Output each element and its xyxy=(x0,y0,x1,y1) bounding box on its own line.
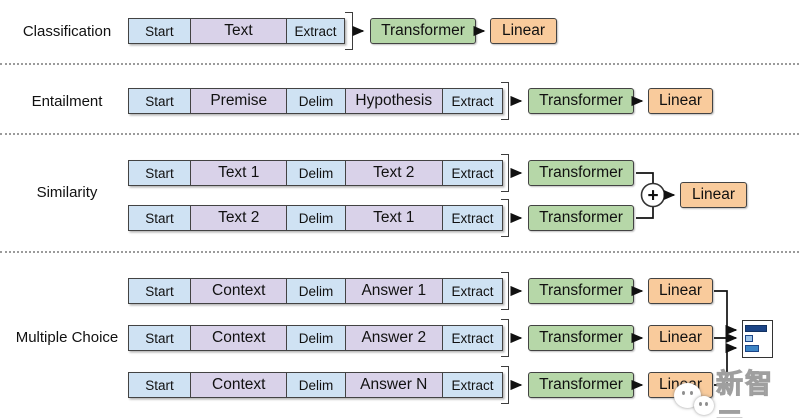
token-start: Start xyxy=(129,89,191,113)
token-extract: Extract xyxy=(441,161,503,185)
token-delim: Delim xyxy=(286,206,345,230)
transformer-box: Transformer xyxy=(528,88,634,114)
result-bar-2 xyxy=(745,335,753,342)
watermark: 新智元 xyxy=(672,362,799,418)
transformer-box: Transformer xyxy=(528,205,634,231)
arrow-linear-to-result xyxy=(714,290,738,336)
token-extract: Extract xyxy=(441,206,503,230)
token-start: Start xyxy=(129,19,190,43)
linear-box: Linear xyxy=(648,278,713,304)
plus-circle-icon xyxy=(640,182,666,208)
token-extract: Extract xyxy=(286,19,345,43)
bracket-icon xyxy=(501,199,509,237)
bar-chart-icon xyxy=(742,320,773,358)
token-answer1: Answer 1 xyxy=(344,279,442,303)
result-bar-3 xyxy=(745,345,759,352)
task-label: Entailment xyxy=(31,93,103,110)
token-answer2: Answer 2 xyxy=(344,326,442,350)
transformer-box: Transformer xyxy=(528,160,634,186)
token-extract: Extract xyxy=(441,373,503,397)
bracket-icon xyxy=(501,154,509,192)
result-bar-1 xyxy=(745,325,767,332)
token-delim: Delim xyxy=(286,373,345,397)
token-delim: Delim xyxy=(286,89,345,113)
token-sequence: Start Context Delim Answer 1 Extract xyxy=(128,278,503,304)
token-answerN: Answer N xyxy=(344,373,442,397)
transformer-box: Transformer xyxy=(528,372,634,398)
transformer-box: Transformer xyxy=(528,325,634,351)
token-premise: Premise xyxy=(190,89,287,113)
token-start: Start xyxy=(129,279,191,303)
token-delim: Delim xyxy=(286,279,345,303)
token-extract: Extract xyxy=(441,89,503,113)
dotted-separator xyxy=(0,63,799,65)
token-context: Context xyxy=(190,326,287,350)
line-transformer-to-sum xyxy=(636,172,654,183)
bracket-icon xyxy=(501,319,509,357)
token-start: Start xyxy=(129,326,191,350)
token-text: Text xyxy=(189,19,287,43)
bracket-icon xyxy=(501,366,509,404)
token-context: Context xyxy=(190,279,287,303)
linear-box: Linear xyxy=(648,88,713,114)
token-sequence: Start Premise Delim Hypothesis Extract xyxy=(128,88,503,114)
token-extract: Extract xyxy=(441,326,503,350)
token-text2: Text 2 xyxy=(344,161,442,185)
token-text1: Text 1 xyxy=(190,161,287,185)
token-context: Context xyxy=(190,373,287,397)
token-start: Start xyxy=(129,373,191,397)
token-extract: Extract xyxy=(441,279,503,303)
linear-box: Linear xyxy=(490,18,557,44)
bracket-icon xyxy=(345,12,353,50)
token-start: Start xyxy=(129,206,191,230)
token-delim: Delim xyxy=(286,326,345,350)
dotted-separator xyxy=(0,133,799,135)
wechat-logo-icon xyxy=(672,383,716,418)
task-label: Multiple Choice xyxy=(15,329,119,346)
token-text2: Text 2 xyxy=(190,206,287,230)
transformer-box: Transformer xyxy=(528,278,634,304)
bracket-icon xyxy=(501,272,509,310)
token-sequence: Start Context Delim Answer 2 Extract xyxy=(128,325,503,351)
line-transformer-to-sum xyxy=(636,207,654,219)
token-sequence: Start Text 2 Delim Text 1 Extract xyxy=(128,205,503,231)
token-sequence: Start Text 1 Delim Text 2 Extract xyxy=(128,160,503,186)
token-sequence: Start Text Extract xyxy=(128,18,345,44)
token-delim: Delim xyxy=(286,161,345,185)
bracket-icon xyxy=(501,82,509,120)
plus-symbol: + xyxy=(647,186,658,207)
token-sequence: Start Context Delim Answer N Extract xyxy=(128,372,503,398)
linear-box: Linear xyxy=(648,325,713,351)
dotted-separator xyxy=(0,251,799,253)
token-start: Start xyxy=(129,161,191,185)
task-label: Similarity xyxy=(36,184,98,201)
token-hypothesis: Hypothesis xyxy=(344,89,442,113)
task-label: Classification xyxy=(22,23,112,40)
chat-bubble-icon xyxy=(694,396,714,415)
watermark-text: 新智元 xyxy=(716,369,774,418)
transformer-box: Transformer xyxy=(370,18,476,44)
token-text1: Text 1 xyxy=(344,206,442,230)
linear-box: Linear xyxy=(680,182,747,208)
